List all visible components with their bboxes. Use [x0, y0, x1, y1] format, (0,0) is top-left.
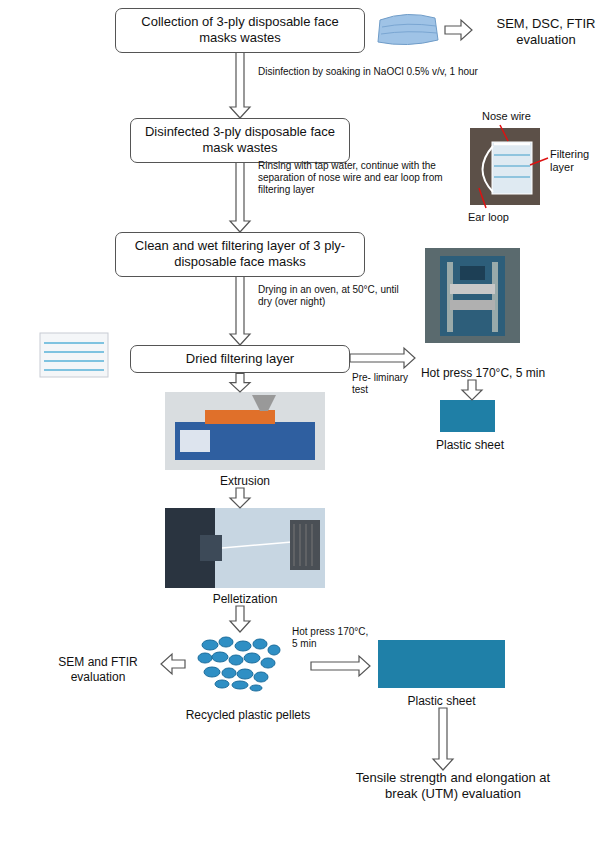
- leader-line: [479, 125, 548, 208]
- part-label: Nose wire: [482, 110, 552, 123]
- flow-arrow: [350, 348, 415, 368]
- dried-layer-photo: [40, 333, 108, 377]
- flow-arrow: [230, 53, 250, 119]
- node-text: Disinfected 3-ply disposable face mask w…: [139, 124, 341, 157]
- pellets-photo: [198, 637, 280, 691]
- photo-caption: Plastic sheet: [407, 694, 475, 708]
- process-box: Collection of 3-ply disposable face mask…: [115, 8, 365, 53]
- part-label: Filtering layer: [550, 148, 602, 173]
- hot-press-photo: [425, 248, 520, 343]
- flow-arrow: [433, 708, 453, 770]
- arrow-label: Hot press 170°C, 5 min: [292, 626, 374, 650]
- node-text: Dried filtering layer: [139, 351, 341, 367]
- arrow-label: Drying in an oven, at 50°C, until dry (o…: [258, 284, 408, 308]
- node-text: Tensile strength and elongation at break…: [355, 770, 551, 803]
- photo-caption: Hot press 170°C, 5 min: [421, 366, 545, 380]
- photo-caption: Plastic sheet: [436, 438, 504, 452]
- text-node: SEM, DSC, FTIR evaluation: [476, 16, 604, 49]
- arrow-label: Pre- liminary test: [352, 372, 418, 396]
- flow-arrow: [161, 654, 185, 674]
- process-box: Disinfected 3-ply disposable face mask w…: [130, 118, 350, 163]
- photo-caption: Pelletization: [213, 592, 278, 606]
- flow-arrow: [230, 488, 250, 508]
- hollow-arrow: [445, 20, 472, 40]
- photo-node: Extrusion: [160, 392, 330, 488]
- part-label: Ear loop: [468, 211, 528, 224]
- photo-caption: Recycled plastic pellets: [186, 708, 311, 722]
- pelletizer-photo: [165, 508, 325, 588]
- flow-arrow: [230, 373, 250, 392]
- flow-arrow: [230, 606, 250, 632]
- arrow-label: Rinsing with tap water, continue with th…: [258, 160, 458, 196]
- node-text: SEM and FTIR evaluation: [35, 655, 161, 685]
- photo-node: Plastic sheet: [370, 640, 513, 708]
- node-text: SEM, DSC, FTIR evaluation: [476, 16, 604, 49]
- node-text: Collection of 3-ply disposable face mask…: [124, 14, 356, 47]
- flow-arrow: [230, 277, 250, 346]
- arrow-label: Disinfection by soaking in NaOCl 0.5% v/…: [258, 66, 478, 78]
- photo-node: Pelletization: [160, 508, 330, 606]
- photo-node: Hot press 170°C, 5 min: [415, 248, 551, 380]
- node-text: Clean and wet filtering layer of 3 ply-d…: [124, 238, 356, 271]
- photo-node: Plastic sheet: [430, 400, 510, 452]
- text-node: Tensile strength and elongation at break…: [355, 770, 551, 803]
- mask-photo: [378, 14, 438, 44]
- flow-arrow: [462, 380, 482, 400]
- photo-caption: Extrusion: [220, 474, 270, 488]
- flow-arrow: [311, 656, 370, 676]
- extruder-photo: [165, 392, 325, 470]
- flow-arrow: [230, 163, 250, 233]
- process-box: Dried filtering layer: [130, 345, 350, 373]
- text-node: SEM and FTIR evaluation: [35, 655, 161, 685]
- plastic-sheet-photo: [440, 400, 495, 432]
- process-box: Clean and wet filtering layer of 3 ply-d…: [115, 232, 365, 277]
- plastic-sheet-photo: [378, 640, 505, 688]
